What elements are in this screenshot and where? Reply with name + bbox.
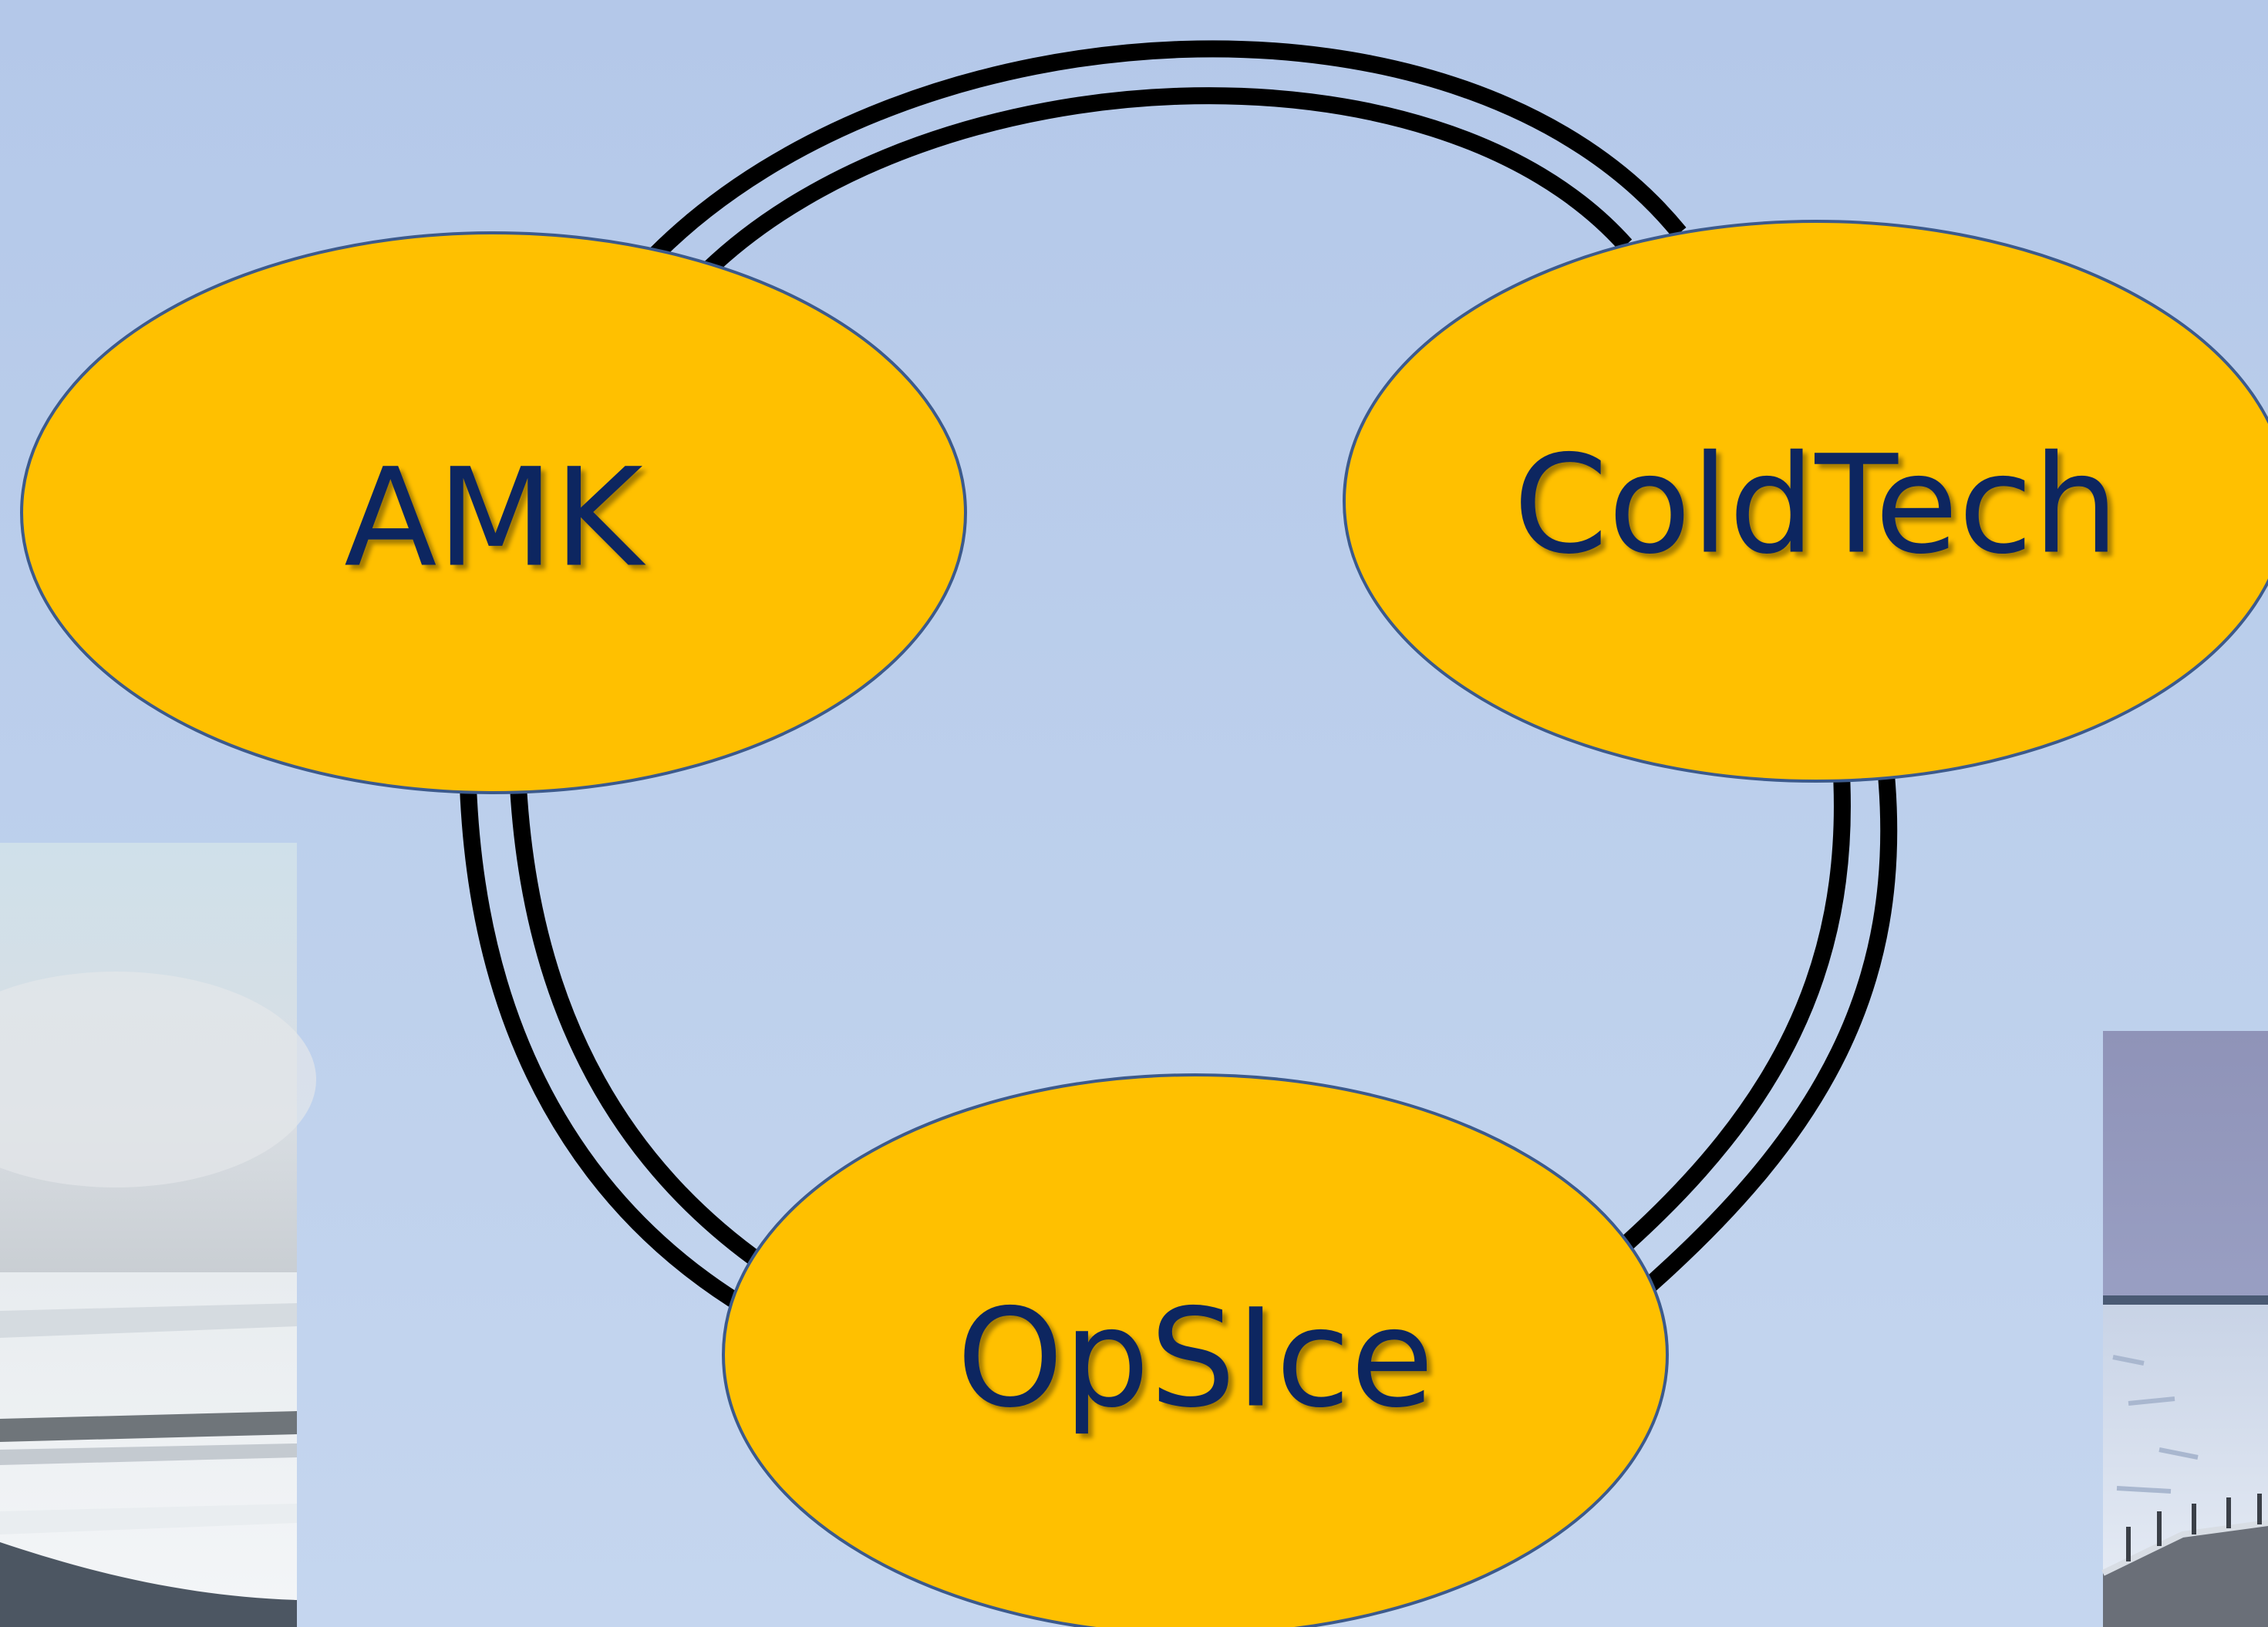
node-opsice-shape [722,1073,1669,1627]
node-amk-label: AMK [344,440,646,598]
connector-amk-coldtech [649,40,1687,276]
node-amk: AMK [20,231,967,794]
connector-coldtech-opsice [1621,774,1898,1292]
node-coldtech-label: ColdTech [1513,426,2118,584]
connector-amk-opsice [460,786,769,1315]
sea-ice-photo-right [2101,1031,2268,1627]
node-opsice: OpSIce [722,1073,1669,1627]
node-coldtech: ColdTech [1343,220,2268,783]
node-amk-shape [20,231,967,794]
node-coldtech-shape [1343,220,2268,783]
node-opsice-label: OpSIce [957,1280,1434,1438]
sea-ice-photo-left [0,843,316,1627]
